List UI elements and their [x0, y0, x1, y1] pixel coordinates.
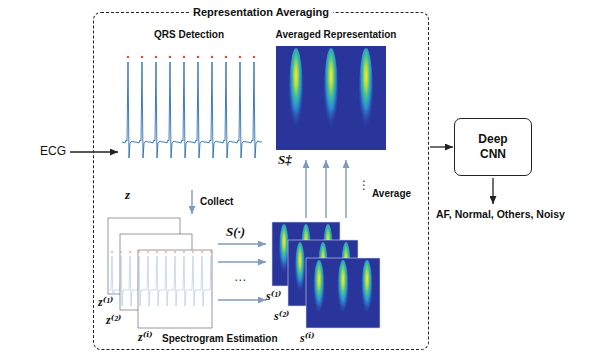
averaged-spectrogram: [276, 46, 386, 150]
qrs-plot: [122, 46, 262, 186]
segment-name: z⁽ⁱ⁾: [138, 330, 153, 344]
step-label: Average: [372, 188, 411, 200]
ellipsis: ⋮: [358, 178, 370, 192]
step-label: Collect: [200, 196, 233, 208]
signal-name: z: [125, 187, 130, 203]
segment-name: z⁽¹⁾: [98, 295, 113, 309]
connectors: [430, 147, 453, 148]
output-arrow: [492, 178, 493, 204]
class-list: AF, Normal, Others, Noisy: [436, 208, 565, 221]
step-label: Spectrogram Estimation: [162, 333, 278, 345]
segment-name: z⁽²⁾: [106, 313, 121, 327]
spectrogram-name: s⁽¹⁾: [266, 289, 281, 303]
panel-title: QRS Detection: [114, 28, 264, 42]
estimation-arrows: [218, 244, 266, 300]
ellipsis: ⋯: [234, 273, 246, 287]
average-arrows: [306, 160, 346, 218]
panel-heading: QRS Detection: [114, 28, 264, 44]
process-box: Deep CNN: [454, 118, 532, 176]
box-label: Deep CNN: [471, 132, 515, 162]
input-name: ECG: [40, 144, 66, 158]
representation-name: S‡: [278, 152, 292, 168]
panel-heading: Averaged Representation: [262, 28, 410, 44]
function-name: S(·): [226, 224, 245, 240]
group-title: Representation Averaging: [189, 5, 333, 19]
collect-arrow: [191, 190, 192, 214]
panel-title: Averaged Representation: [262, 28, 410, 42]
dashed-group: Representation AveragingQRS DetectionAve…: [93, 12, 429, 350]
input-arrow: [70, 151, 118, 152]
flow-arrow: [430, 146, 453, 147]
spectrogram-stack: [272, 222, 380, 328]
spectrogram-name: s⁽ⁱ⁾: [300, 331, 315, 345]
spectrogram-name: s⁽²⁾: [274, 309, 289, 323]
segment-stack: [108, 218, 212, 328]
